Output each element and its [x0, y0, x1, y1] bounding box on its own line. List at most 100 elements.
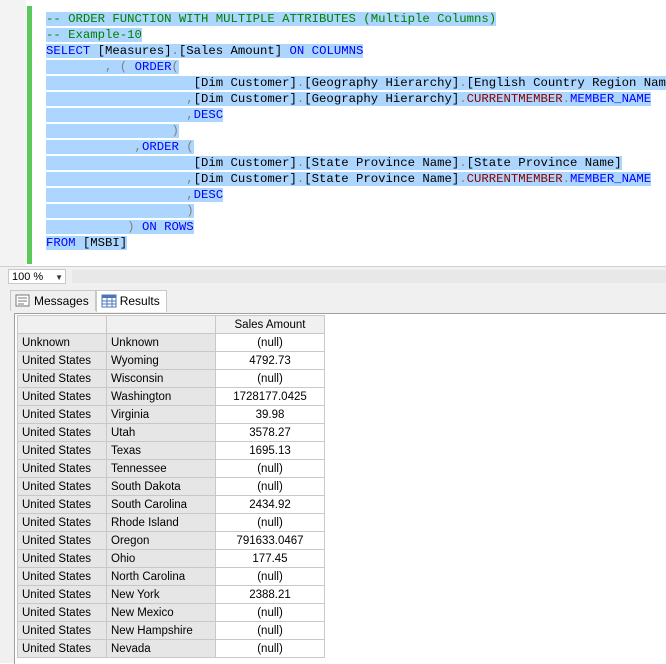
- zoom-dropdown[interactable]: 100 % ▼: [8, 269, 66, 284]
- value-cell[interactable]: (null): [215, 567, 325, 586]
- horizontal-scrollbar[interactable]: [72, 270, 666, 283]
- row-header-cell[interactable]: New Hampshire: [106, 621, 216, 640]
- row-header-cell[interactable]: Virginia: [106, 405, 216, 424]
- column-header[interactable]: Sales Amount: [215, 315, 325, 334]
- row-header-cell[interactable]: New Mexico: [106, 603, 216, 622]
- value-cell[interactable]: (null): [215, 513, 325, 532]
- row-header-cell[interactable]: Tennessee: [106, 459, 216, 478]
- row-header-cell[interactable]: New York: [106, 585, 216, 604]
- code-line[interactable]: ): [46, 123, 666, 139]
- value-cell[interactable]: (null): [215, 369, 325, 388]
- value-cell[interactable]: (null): [215, 333, 325, 352]
- code-line[interactable]: ,ORDER (: [46, 139, 666, 155]
- code-line[interactable]: ,[Dim Customer].[Geography Hierarchy].CU…: [46, 91, 666, 107]
- code-line[interactable]: [Dim Customer].[State Province Name].[St…: [46, 155, 666, 171]
- selected-text: SELECT [Measures].[Sales Amount] ON COLU…: [46, 44, 364, 58]
- value-cell[interactable]: (null): [215, 603, 325, 622]
- value-cell[interactable]: 2388.21: [215, 585, 325, 604]
- code-line[interactable]: [Dim Customer].[Geography Hierarchy].[En…: [46, 75, 666, 91]
- row-header-cell[interactable]: United States: [17, 621, 107, 640]
- code-line[interactable]: -- ORDER FUNCTION WITH MULTIPLE ATTRIBUT…: [46, 11, 666, 27]
- row-header-cell[interactable]: United States: [17, 477, 107, 496]
- value-cell[interactable]: 177.45: [215, 549, 325, 568]
- row-header-cell[interactable]: Utah: [106, 423, 216, 442]
- code-text[interactable]: -- ORDER FUNCTION WITH MULTIPLE ATTRIBUT…: [46, 11, 666, 251]
- tab-results[interactable]: Results: [95, 290, 167, 312]
- row-header-cell[interactable]: United States: [17, 513, 107, 532]
- value-cell[interactable]: (null): [215, 477, 325, 496]
- selected-text: ) ON ROWS: [46, 220, 194, 234]
- row-header-cell[interactable]: United States: [17, 351, 107, 370]
- code-line[interactable]: ,DESC: [46, 187, 666, 203]
- row-header-cell[interactable]: Wyoming: [106, 351, 216, 370]
- tab-messages[interactable]: Messages: [10, 290, 96, 311]
- value-cell[interactable]: 4792.73: [215, 351, 325, 370]
- row-header-cell[interactable]: United States: [17, 405, 107, 424]
- row-header-cell[interactable]: United States: [17, 549, 107, 568]
- row-header-cell[interactable]: Rhode Island: [106, 513, 216, 532]
- column-header[interactable]: [106, 315, 216, 334]
- code-line[interactable]: ,DESC: [46, 107, 666, 123]
- code-line[interactable]: FROM [MSBI]: [46, 235, 666, 251]
- code-line[interactable]: ,[Dim Customer].[State Province Name].CU…: [46, 171, 666, 187]
- value-cell[interactable]: 1728177.0425: [215, 387, 325, 406]
- row-header-cell[interactable]: United States: [17, 567, 107, 586]
- query-editor[interactable]: -- ORDER FUNCTION WITH MULTIPLE ATTRIBUT…: [0, 0, 666, 266]
- row-header-cell[interactable]: United States: [17, 639, 107, 658]
- row-header-cell[interactable]: United States: [17, 531, 107, 550]
- row-header-cell[interactable]: Nevada: [106, 639, 216, 658]
- code-line[interactable]: , ( ORDER(: [46, 59, 666, 75]
- value-cell[interactable]: (null): [215, 459, 325, 478]
- row-header-cell[interactable]: Ohio: [106, 549, 216, 568]
- row-header-cell[interactable]: United States: [17, 459, 107, 478]
- code-line[interactable]: ): [46, 203, 666, 219]
- value-cell[interactable]: 2434.92: [215, 495, 325, 514]
- code-line[interactable]: -- Example-10: [46, 27, 666, 43]
- value-cell[interactable]: (null): [215, 621, 325, 640]
- code-line[interactable]: ) ON ROWS: [46, 219, 666, 235]
- row-header-cell[interactable]: United States: [17, 369, 107, 388]
- row-header-cell[interactable]: Washington: [106, 387, 216, 406]
- column-header[interactable]: [17, 315, 107, 334]
- row-header-cell[interactable]: Oregon: [106, 531, 216, 550]
- row-header-cell[interactable]: South Carolina: [106, 495, 216, 514]
- value-cell[interactable]: 3578.27: [215, 423, 325, 442]
- code-line[interactable]: SELECT [Measures].[Sales Amount] ON COLU…: [46, 43, 666, 59]
- chevron-down-icon: ▼: [55, 273, 63, 282]
- row-header-cell[interactable]: North Carolina: [106, 567, 216, 586]
- value-cell[interactable]: 791633.0467: [215, 531, 325, 550]
- row-header-cell[interactable]: Unknown: [17, 333, 107, 352]
- row-header-cell[interactable]: United States: [17, 495, 107, 514]
- row-header-cell[interactable]: South Dakota: [106, 477, 216, 496]
- row-header-cell[interactable]: United States: [17, 603, 107, 622]
- row-header-cell[interactable]: Texas: [106, 441, 216, 460]
- value-cell[interactable]: (null): [215, 639, 325, 658]
- value-cell[interactable]: 39.98: [215, 405, 325, 424]
- value-cell[interactable]: 1695.13: [215, 441, 325, 460]
- row-header-cell[interactable]: Wisconsin: [106, 369, 216, 388]
- row-header-cell[interactable]: Unknown: [106, 333, 216, 352]
- row-header-cell[interactable]: United States: [17, 387, 107, 406]
- row-header-cell[interactable]: United States: [17, 585, 107, 604]
- row-header-cell[interactable]: United States: [17, 423, 107, 442]
- row-header-cell[interactable]: United States: [17, 441, 107, 460]
